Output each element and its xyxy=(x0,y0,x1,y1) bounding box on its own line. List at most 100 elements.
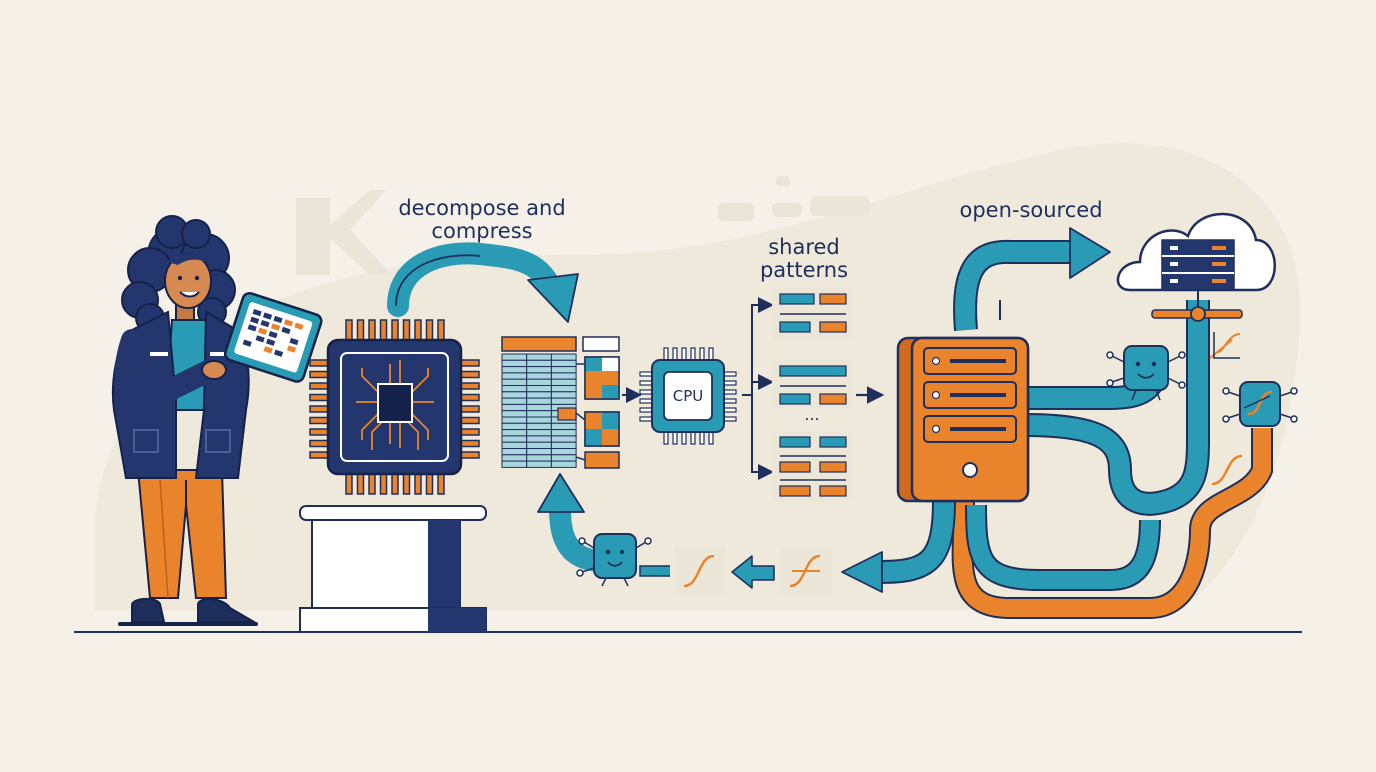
matrix-cell xyxy=(550,353,577,361)
chip-pin xyxy=(425,319,434,343)
matrix-cell xyxy=(526,385,552,393)
shared-patterns-ellipsis: ... xyxy=(804,405,819,424)
matrix-cell xyxy=(501,448,528,456)
matrix-cell xyxy=(550,454,577,462)
matrix-cell xyxy=(526,435,552,443)
pattern-bracket xyxy=(742,297,774,480)
chip-pin xyxy=(391,319,399,343)
matrix-cell xyxy=(550,372,577,380)
chip-pin xyxy=(437,471,445,495)
matrix-cell xyxy=(526,410,552,418)
shared-patterns-label: shared patterns xyxy=(744,236,864,282)
matrix-grid xyxy=(501,336,620,469)
chip-pin xyxy=(402,471,411,495)
matrix-cell xyxy=(526,372,552,380)
connector-to-bot xyxy=(639,565,670,577)
matrix-cell xyxy=(501,359,528,368)
chip-pin xyxy=(437,319,445,343)
matrix-cell xyxy=(526,397,552,405)
matrix-cell xyxy=(526,391,552,399)
chip-pin xyxy=(414,319,422,343)
shared-patterns-line-2: patterns xyxy=(759,258,849,282)
sigmoid-tile-2 xyxy=(780,545,832,597)
sigmoid-tile-1 xyxy=(674,545,726,597)
shoe-left xyxy=(131,597,166,623)
chip-pin xyxy=(379,471,388,495)
matrix-cell xyxy=(501,397,528,405)
chip-pin xyxy=(402,319,411,343)
arrow-into-feedback xyxy=(841,551,883,593)
open-sourced-label: open-sourced xyxy=(946,199,1116,222)
matrix-cell xyxy=(526,454,552,462)
matrix-cell xyxy=(501,416,528,424)
decompose-label: decompose and compress xyxy=(382,197,582,243)
chip-pin xyxy=(368,471,376,495)
feedback-arrow-up xyxy=(537,473,603,571)
chip-pin xyxy=(356,471,365,495)
matrix-cell xyxy=(526,353,552,361)
matrix-cell xyxy=(501,441,528,450)
bot-near-server xyxy=(1106,345,1186,401)
matrix-cell xyxy=(501,422,528,431)
matrix-cell xyxy=(550,366,577,374)
large-processor-chip xyxy=(309,319,480,495)
pedestal xyxy=(299,505,487,633)
chip-pin xyxy=(345,319,353,343)
matrix-cell xyxy=(526,448,552,456)
decompose-arrow xyxy=(387,242,579,323)
matrix-cell xyxy=(550,441,577,450)
chip-pin xyxy=(356,319,365,343)
cpu-label: CPU xyxy=(673,387,704,405)
matrix-cell xyxy=(501,391,528,399)
matrix-cell xyxy=(526,359,552,368)
matrix-cell xyxy=(501,353,528,361)
matrix-cell xyxy=(526,460,552,468)
matrix-cell xyxy=(526,416,552,424)
matrix-cell xyxy=(501,366,528,374)
matrix-cell xyxy=(550,435,577,443)
chip-pin xyxy=(391,471,399,495)
sigmoid-glyph-right xyxy=(1211,454,1243,486)
chip-pin xyxy=(379,319,388,343)
matrix-cell xyxy=(501,435,528,443)
shoe-right xyxy=(197,598,258,623)
matrix-cell xyxy=(501,403,528,412)
feedback-arrow-1 xyxy=(731,555,775,589)
decompose-label-line-1: decompose and xyxy=(398,196,566,220)
matrix-cell xyxy=(550,448,577,456)
matrix-cell xyxy=(550,422,577,431)
matrix-cell xyxy=(501,385,528,393)
matrix-cell xyxy=(526,403,552,412)
matrix-cell xyxy=(526,378,552,387)
open-sourced-text: open-sourced xyxy=(959,198,1103,222)
cloud-server xyxy=(1116,212,1276,359)
matrix-cell xyxy=(501,429,528,437)
matrix-cell xyxy=(501,460,528,468)
matrix-cell xyxy=(550,378,577,387)
matrix-cell xyxy=(501,378,528,387)
matrix-cell xyxy=(550,385,577,393)
shared-pattern-cards xyxy=(772,286,852,502)
server-tower xyxy=(896,336,1030,503)
matrix-cell xyxy=(526,422,552,431)
matrix-cell xyxy=(550,429,577,437)
data-pipes xyxy=(879,227,1273,619)
matrix-cell xyxy=(550,359,577,368)
chip-pin xyxy=(425,471,434,495)
matrix-cell xyxy=(550,397,577,405)
matrix-cell xyxy=(550,460,577,468)
cpu-chip xyxy=(639,347,737,445)
chip-pin xyxy=(368,319,376,343)
matrix-cell xyxy=(526,441,552,450)
matrix-cell xyxy=(550,391,577,399)
feedback-bot xyxy=(576,533,652,587)
decompose-label-line-2: compress xyxy=(431,219,533,243)
trousers xyxy=(136,469,228,599)
matrix-cell xyxy=(501,410,528,418)
matrix-cell xyxy=(526,366,552,374)
tablet xyxy=(224,291,323,383)
engineer-figure xyxy=(111,215,323,626)
shared-patterns-line-1: shared xyxy=(768,235,840,259)
